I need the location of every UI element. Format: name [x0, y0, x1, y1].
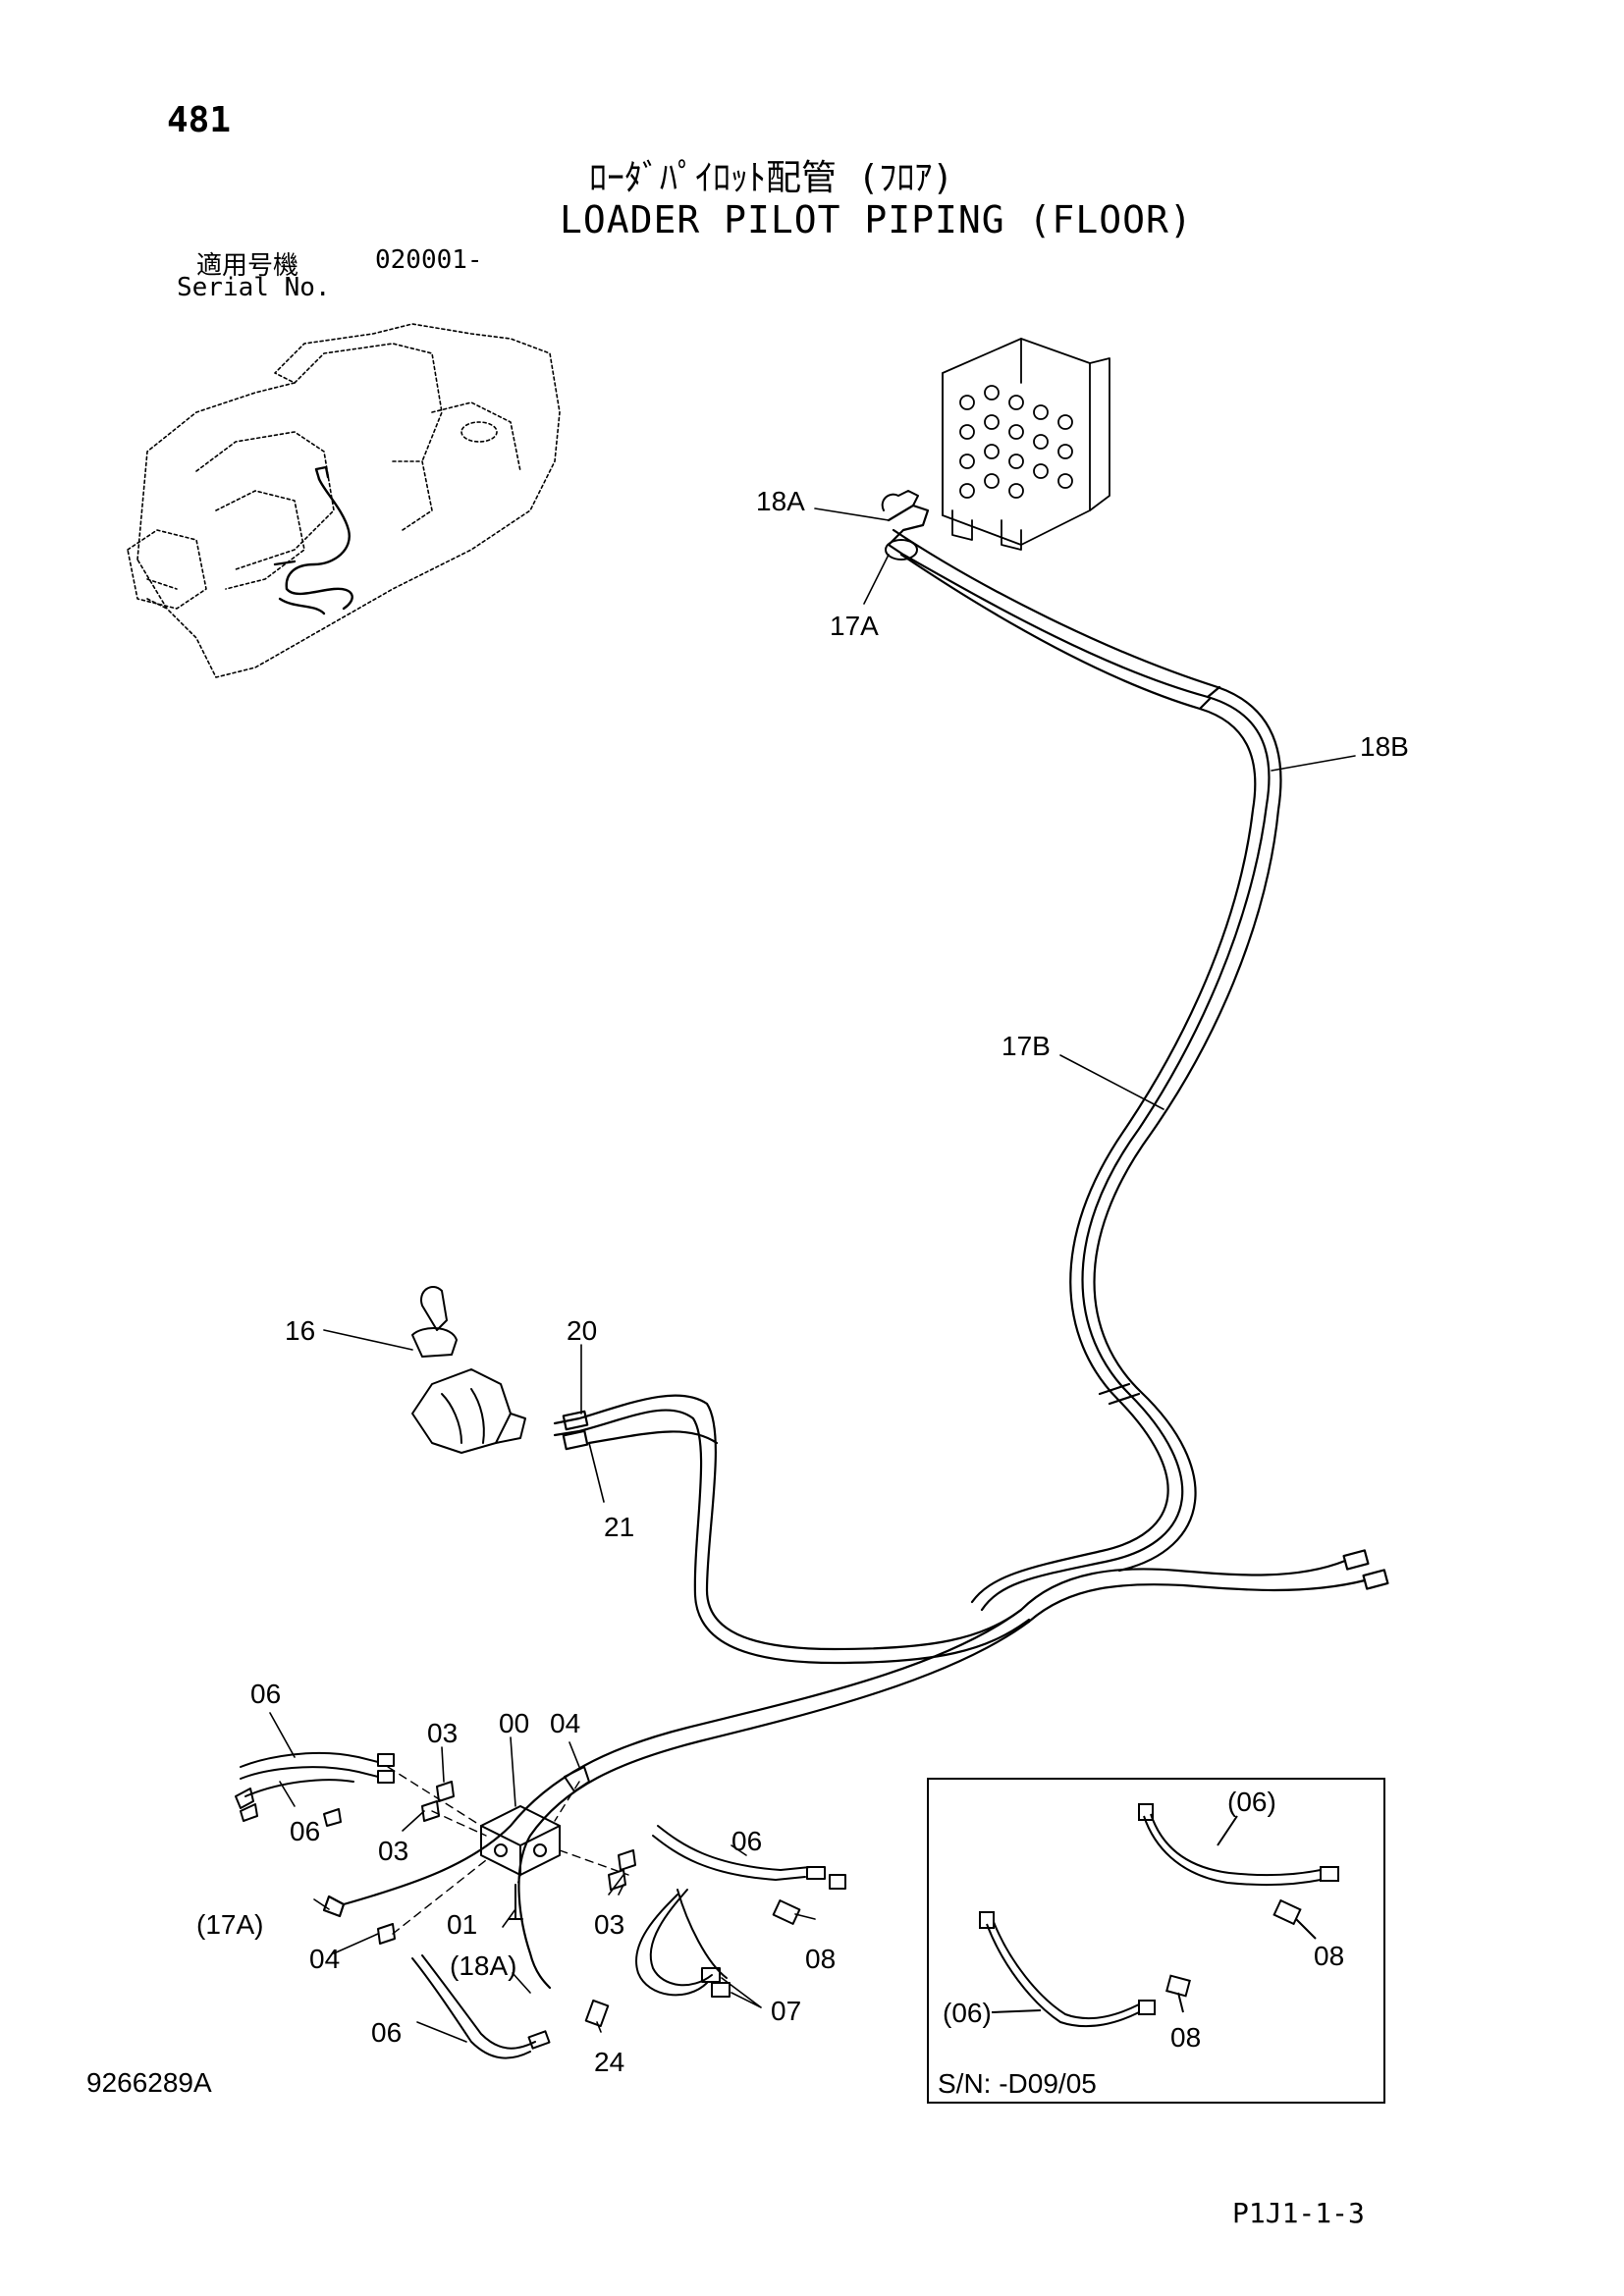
callout-03-left: 03 — [378, 1836, 408, 1866]
callout-20: 20 — [567, 1315, 597, 1346]
callout-01: 01 — [447, 1909, 477, 1940]
callout-21: 21 — [604, 1512, 634, 1542]
serial-label-english: Serial No. — [177, 273, 331, 302]
callout-18B: 18B — [1360, 731, 1409, 762]
callout-labels: 18A 17A 18B 17B 16 20 21 06 06 03 03 00 … — [196, 486, 1409, 2077]
fitting-18A — [881, 490, 919, 561]
callout-17B: 17B — [1001, 1031, 1051, 1061]
page-number: 481 — [167, 100, 232, 140]
pilot-control-lever — [411, 1286, 526, 1454]
inset-callout-08a: 08 — [1314, 1941, 1344, 1971]
serial-value: 020001- — [375, 245, 483, 275]
callout-03-right: 03 — [594, 1909, 624, 1940]
machine-overview-sketch — [127, 323, 561, 678]
callout-04-top: 04 — [550, 1708, 580, 1738]
control-valve-block — [942, 338, 1110, 551]
fittings-03-04 — [377, 1766, 636, 1945]
dashed-assembly-lines — [387, 1766, 629, 1935]
callout-06-bottom: 06 — [371, 2017, 402, 2048]
overview-harness-highlight — [273, 465, 353, 615]
callout-06-left: 06 — [290, 1816, 320, 1846]
callout-03-top: 03 — [427, 1718, 458, 1748]
hose-06-bottom — [411, 1954, 610, 2059]
drawing-number: 9266289A — [86, 2067, 212, 2098]
inset-callout-08b: 08 — [1170, 2022, 1201, 2053]
callout-07: 07 — [771, 1996, 801, 2026]
page-code: P1J1-1-3 — [1232, 2197, 1365, 2229]
serial-label-japanese: 適用号機 — [196, 251, 299, 281]
callout-00: 00 — [499, 1708, 529, 1738]
inset-callout-06b: (06) — [943, 1998, 992, 2028]
pilot-hoses-17B-18B — [887, 504, 1282, 1612]
distribution-block — [480, 1805, 561, 1876]
callout-18A: 18A — [756, 486, 805, 516]
callout-18A-ref: (18A) — [450, 1950, 516, 1981]
floor-hoses-left-cluster — [322, 1608, 1031, 1990]
callout-17A: 17A — [830, 611, 879, 641]
inset-serial-note: S/N: -D09/05 — [938, 2068, 1097, 2099]
callout-06-top-left: 06 — [250, 1679, 281, 1709]
callout-08: 08 — [805, 1944, 836, 1974]
title-japanese: ﾛｰﾀﾞﾊﾟｲﾛｯﾄ配管 (ﾌﾛｱ) — [589, 158, 954, 198]
callout-17A-ref: (17A) — [196, 1909, 263, 1940]
hoses-06-left — [235, 1751, 395, 1827]
callout-leaders — [269, 507, 1356, 2043]
title-english: LOADER PILOT PIPING (FLOOR) — [560, 198, 1193, 241]
callout-04-bottom: 04 — [309, 1944, 340, 1974]
callout-06-right: 06 — [731, 1826, 762, 1856]
callout-16: 16 — [285, 1315, 315, 1346]
inset-panel: (06) 08 (06) 08 S/N: -D09/05 — [927, 1778, 1385, 2104]
inset-callout-06a: (06) — [1227, 1787, 1276, 1817]
floor-hoses-right — [1019, 1549, 1389, 1624]
pilot-hoses-20-21 — [553, 1394, 1031, 1665]
hoses-06-07-right — [635, 1825, 846, 1998]
callout-24: 24 — [594, 2047, 624, 2077]
